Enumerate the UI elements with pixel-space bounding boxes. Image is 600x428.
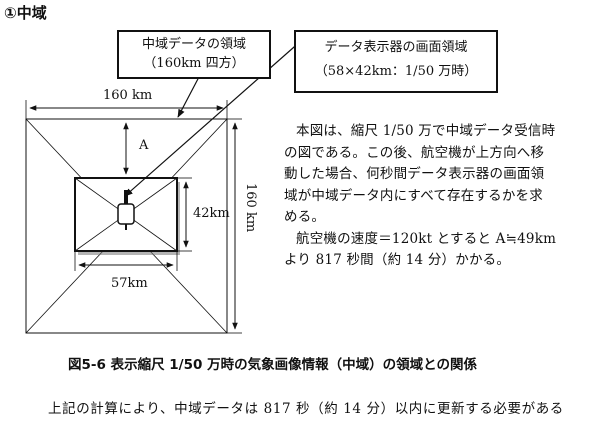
region-callout-line2: （160km 四方）	[143, 56, 245, 71]
region-callout: 中域データの領域 （160km 四方）	[117, 30, 271, 79]
display-callout-line1: データ表示器の画面領域	[324, 40, 468, 55]
note-line-5: める。	[284, 209, 326, 225]
outer-width-label: 160 km	[103, 88, 153, 103]
display-callout: データ表示器の画面領域 （58×42km：1/50 万時）	[294, 30, 498, 93]
region-callout-line1: 中域データの領域	[141, 37, 246, 52]
note-line-1: 本図は、縮尺 1/50 万で中域データ受信時	[296, 123, 556, 139]
inner-height-label: 42km	[193, 206, 230, 221]
note-line-6: 航空機の速度＝120kt とすると A≒49km	[296, 230, 557, 247]
gap-a-label: A	[139, 138, 149, 153]
outer-height-label: 160 km	[243, 183, 258, 233]
note-line-4: 域が中域データ内にすべて存在するかを求	[284, 187, 543, 204]
footer-text: 上記の計算により、中域データは 817 秒（約 14 分）以内に更新する必要があ…	[48, 401, 564, 417]
figure-caption: 図5-6 表示縮尺 1/50 万時の気象画像情報（中域）の領域との関係	[68, 357, 477, 373]
note-line-3: 動した場合、何秒間データ表示器の画面領	[284, 166, 545, 182]
explanation-note: 本図は、縮尺 1/50 万で中域データ受信時 の図である。この後、航空機が上方向…	[284, 121, 590, 281]
display-callout-line2: （58×42km：1/50 万時）	[314, 64, 478, 79]
section-title: ①中域	[4, 4, 47, 22]
note-line-2: の図である。この後、航空機が上方向へ移	[284, 144, 545, 161]
note-line-7: より 817 秒間（約 14 分）かかる。	[284, 252, 511, 268]
display-callout-leader	[124, 39, 303, 197]
region-callout-leader	[177, 74, 201, 118]
outer-region-square	[25, 118, 228, 334]
inner-width-label: 57km	[111, 276, 148, 291]
